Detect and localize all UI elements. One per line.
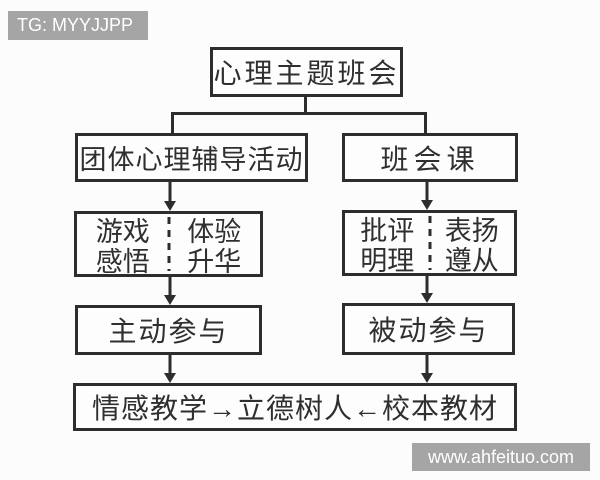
node-active-participation: 主动参与 (75, 305, 262, 355)
arrow-shaft (168, 277, 172, 299)
down-arrow-left-1 (164, 182, 176, 211)
down-arrow-left-3 (164, 355, 176, 383)
connector-branch-bar (171, 112, 427, 115)
node-passive-participation-label: 被动参与 (368, 316, 489, 347)
connector-left-branch-drop (171, 112, 174, 134)
connector-root-stem (304, 97, 307, 114)
connector-right-branch-drop (424, 112, 427, 134)
node-right-methods: 批评 表扬 明理 遵从 (342, 210, 517, 276)
node-active-participation-label: 主动参与 (108, 317, 229, 348)
arrow-shaft (168, 355, 172, 377)
tg-watermark-text: TG: MYYJJPP (17, 15, 134, 35)
right-methods-criticism: 批评 (360, 216, 415, 246)
left-methods-game: 游戏 (95, 217, 150, 247)
node-root-class-meeting: 心理主题班会 (210, 47, 403, 97)
site-watermark-text: www.ahfeituo.com (427, 446, 575, 467)
left-methods-experience: 体验 (187, 217, 242, 247)
arrow-head-icon (164, 373, 176, 383)
dashed-divider (167, 217, 170, 271)
node-passive-participation: 被动参与 (342, 303, 515, 355)
node-footer-outcome: 情感教学→立德树人←校本教材 (73, 383, 517, 431)
node-class-meeting-lesson-label: 班会课 (380, 144, 480, 176)
down-arrow-right-1 (421, 182, 433, 210)
arrow-shaft (425, 276, 429, 297)
arrow-shaft (425, 355, 429, 377)
node-root-label: 心理主题班会 (213, 59, 400, 90)
right-methods-compliance: 遵从 (444, 246, 499, 276)
node-left-methods: 游戏 体验 感悟 升华 (74, 211, 263, 277)
right-methods-reasoning: 明理 (360, 246, 415, 276)
arrow-head-icon (164, 295, 176, 305)
arrow-head-icon (421, 200, 433, 210)
arrow-head-icon (421, 293, 433, 303)
right-methods-praise: 表扬 (444, 216, 499, 246)
site-watermark-badge: www.ahfeituo.com (412, 443, 590, 471)
arrow-shaft (425, 182, 429, 204)
arrow-shaft (168, 182, 172, 205)
down-arrow-left-2 (164, 277, 176, 305)
arrow-head-icon (421, 373, 433, 383)
node-footer-outcome-label: 情感教学→立德树人←校本教材 (91, 394, 498, 425)
down-arrow-right-2 (421, 276, 433, 303)
arrow-head-icon (164, 201, 176, 211)
node-class-meeting-lesson: 班会课 (342, 133, 518, 182)
node-group-counseling-label: 团体心理辅导活动 (79, 145, 304, 175)
dashed-divider (428, 216, 431, 270)
down-arrow-right-3 (421, 355, 433, 383)
tg-watermark-badge: TG: MYYJJPP (8, 11, 148, 40)
left-methods-sublimation: 升华 (187, 247, 242, 277)
left-methods-insight: 感悟 (95, 247, 150, 277)
node-group-counseling-activity: 团体心理辅导活动 (75, 133, 308, 182)
